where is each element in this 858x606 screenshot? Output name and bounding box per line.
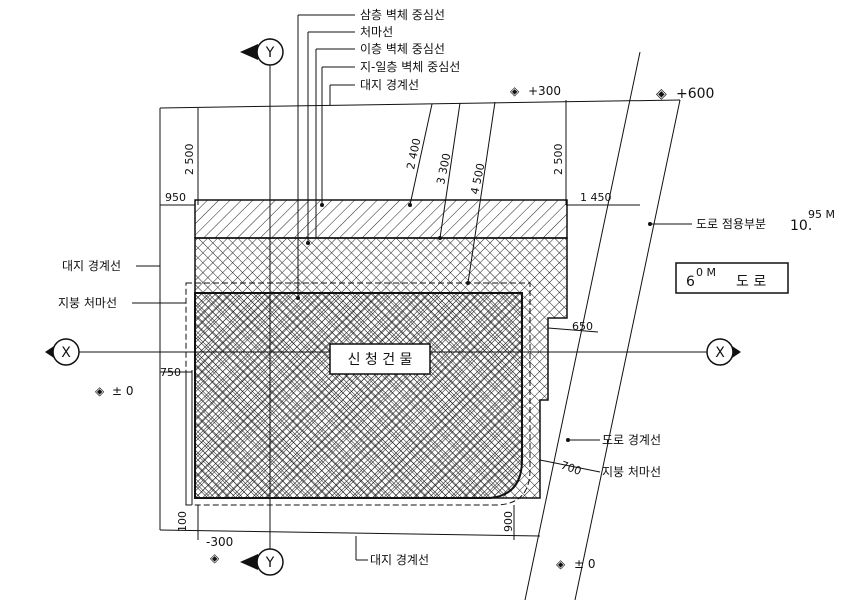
x-axis-marker-right bbox=[706, 338, 734, 366]
x-axis-marker-left bbox=[52, 338, 80, 366]
road-lines bbox=[524, 51, 681, 601]
label-second-floor-wall-centerline: 이층 벽체 중심선 bbox=[360, 42, 445, 56]
label-third-floor-wall-centerline: 삼층 벽체 중심선 bbox=[360, 8, 445, 22]
edge-dimensions: 2 500 2 500 950 1 450 650 750 700 100 90… bbox=[160, 144, 612, 540]
label-eave-line: 처마선 bbox=[360, 25, 393, 39]
y-axis-letter-bottom: Y bbox=[265, 555, 275, 571]
label-basement-first-floor-wall-centerline: 지-일층 벽체 중심선 bbox=[360, 60, 460, 74]
dim-950: 950 bbox=[165, 191, 186, 204]
y-axis-marker-bottom bbox=[256, 548, 284, 576]
label-roof-eave-line-left: 지붕 처마선 bbox=[58, 296, 117, 310]
dim-2500-left: 2 500 bbox=[183, 144, 196, 176]
dim-100: 100 bbox=[176, 511, 189, 532]
building-label-box: 신 청 건 물 bbox=[329, 343, 431, 375]
label-site-boundary-bottom: 대지 경계선 bbox=[370, 553, 429, 567]
road-occupied-sup: 95 M bbox=[808, 208, 835, 221]
right-labels: 도로 점용부분 10. 95 M 6 0 M 도 로 도로 경계선 지붕 처마선 bbox=[539, 208, 835, 479]
road-occupied-value: 10. bbox=[790, 218, 812, 234]
road-width-value: 6 bbox=[686, 274, 695, 290]
level-diamond-plus600: ◈ bbox=[656, 86, 667, 102]
dim-2500-right: 2 500 bbox=[552, 144, 565, 176]
dim-2400: 2 400 bbox=[404, 137, 423, 171]
level-diamond-pm0-left: ◈ bbox=[95, 384, 105, 398]
dim-4500: 4 500 bbox=[468, 162, 487, 196]
label-road-occupied-part: 도로 점용부분 bbox=[696, 217, 766, 231]
bottom-labels: 대지 경계선 bbox=[355, 536, 429, 567]
level-pm0-right: ± 0 bbox=[574, 557, 596, 571]
road-width-box bbox=[675, 262, 789, 294]
left-labels: 대지 경계선 지붕 처마선 bbox=[58, 259, 186, 310]
diagonal-dimensions: 2 400 3 300 4 500 bbox=[404, 101, 496, 285]
level-diamond-minus300: ◈ bbox=[210, 551, 220, 565]
level-markers: ◈ +300 ◈ +600 ◈ ± 0 -300 ◈ ◈ ± 0 bbox=[95, 84, 714, 571]
level-diamond-pm0-right: ◈ bbox=[556, 557, 566, 571]
level-minus-300: -300 bbox=[206, 535, 233, 549]
label-road-boundary: 도로 경계선 bbox=[602, 433, 661, 447]
dim-1450: 1 450 bbox=[580, 191, 612, 204]
building-label: 신 청 건 물 bbox=[348, 352, 413, 368]
road-width-word: 도 로 bbox=[736, 274, 766, 290]
y-axis-letter-top: Y bbox=[265, 45, 275, 61]
dim-650: 650 bbox=[572, 320, 593, 333]
level-plus-300: +300 bbox=[528, 84, 561, 98]
level-plus-600: +600 bbox=[676, 86, 714, 102]
building-main-block bbox=[185, 282, 531, 506]
x-axis-letter-left: X bbox=[61, 345, 71, 361]
site-boundary-lines bbox=[159, 99, 681, 537]
level-diamond-plus300: ◈ bbox=[510, 84, 520, 98]
top-leaders: 삼층 벽체 중심선 처마선 이층 벽체 중심선 지-일층 벽체 중심선 대지 경… bbox=[296, 8, 460, 300]
road-width-sup: 0 M bbox=[696, 266, 716, 279]
x-axis-letter-right: X bbox=[715, 345, 725, 361]
label-roof-eave-line-right: 지붕 처마선 bbox=[602, 465, 661, 479]
building-eave-zone bbox=[194, 199, 568, 239]
label-site-boundary-left: 대지 경계선 bbox=[62, 259, 121, 273]
y-axis-marker-top bbox=[256, 38, 284, 66]
label-site-boundary-top: 대지 경계선 bbox=[360, 78, 419, 92]
level-pm0-left: ± 0 bbox=[112, 384, 134, 398]
dim-3300: 3 300 bbox=[434, 152, 453, 186]
dim-900: 900 bbox=[502, 511, 515, 532]
